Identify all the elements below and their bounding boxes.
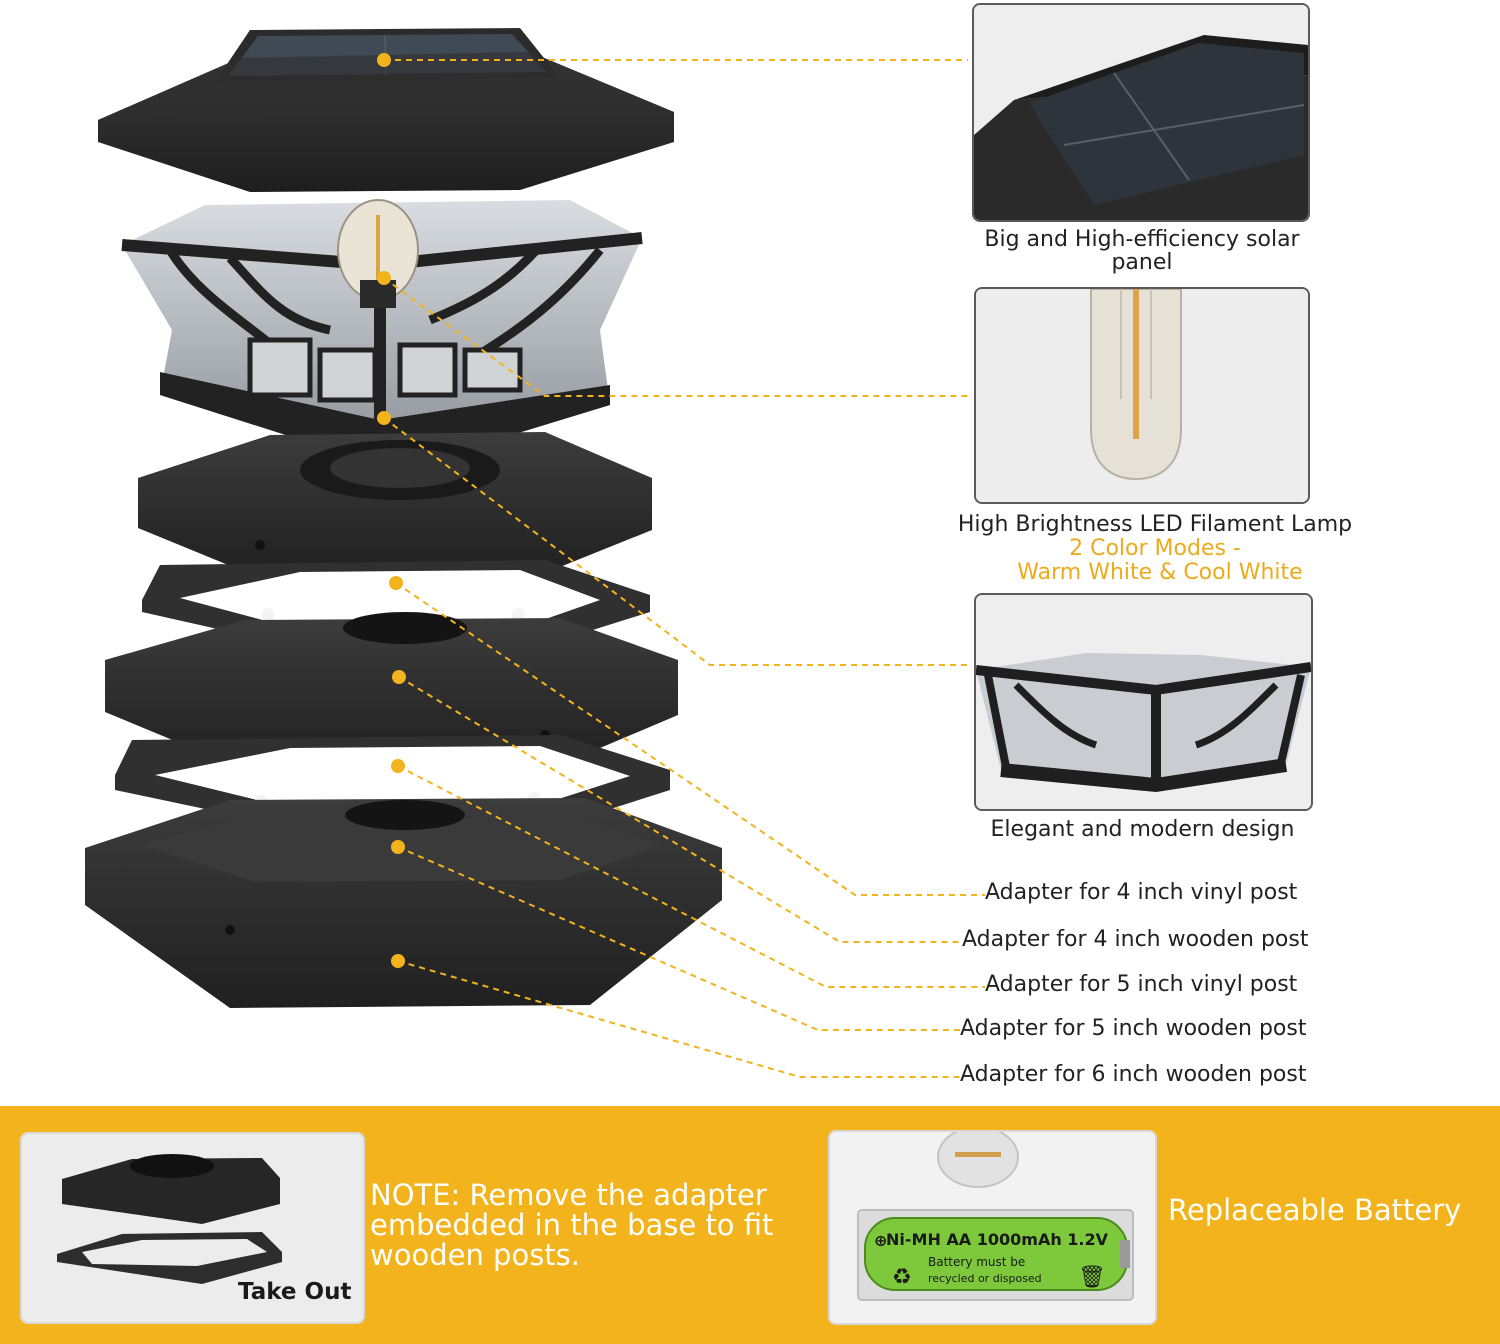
adapter-label-5in-wooden: Adapter for 5 inch wooden post — [960, 1016, 1307, 1041]
solar-panel-closeup — [972, 3, 1310, 222]
mounting-plate — [138, 432, 652, 578]
lantern-body — [121, 199, 643, 465]
adapter-label-5in-vinyl: Adapter for 5 inch vinyl post — [985, 972, 1298, 997]
design-caption: Elegant and modern design — [990, 817, 1295, 842]
adapter-label-4in-vinyl: Adapter for 4 inch vinyl post — [985, 880, 1298, 905]
battery-compartment-icon: Ni-MH AA 1000mAh 1.2V Battery must be re… — [830, 1132, 1155, 1323]
battery-text-recycled: recycled or disposed — [928, 1272, 1042, 1285]
battery-text-must: Battery must be — [928, 1255, 1025, 1269]
lamp-caption-modes-2: Warm White & Cool White — [1017, 560, 1303, 585]
filament-bulb-icon — [976, 289, 1308, 502]
filament-lamp-closeup — [974, 287, 1310, 504]
lamp-caption-title: High Brightness LED Filament Lamp — [957, 512, 1353, 537]
take-out-label: Take Out — [238, 1279, 352, 1305]
lamp-caption-modes-1: 2 Color Modes - — [1069, 536, 1241, 561]
adapter-label-6in-wooden: Adapter for 6 inch wooden post — [960, 1062, 1307, 1087]
battery-photo: Ni-MH AA 1000mAh 1.2V Battery must be re… — [828, 1130, 1157, 1325]
take-out-photo: Take Out — [20, 1132, 365, 1324]
adapter-plate-4in-wooden — [105, 612, 678, 768]
leader-dots — [377, 53, 406, 968]
note-text: NOTE: Remove the adapter embedded in the… — [370, 1178, 774, 1272]
base-plate-6in-wooden — [85, 798, 722, 1008]
bin-icon: 🗑 — [1078, 1265, 1106, 1290]
exploded-lamp-illustration — [85, 28, 985, 1078]
replaceable-battery-label: Replaceable Battery — [1168, 1193, 1462, 1227]
plus-symbol: ⊕ — [874, 1231, 887, 1250]
solar-cap — [98, 28, 674, 192]
battery-text-spec: Ni-MH AA 1000mAh 1.2V — [886, 1230, 1109, 1249]
leader-lines — [383, 59, 985, 1078]
take-out-adapter-icon — [57, 1154, 282, 1284]
adapter-label-4in-wooden: Adapter for 4 inch wooden post — [962, 927, 1309, 952]
solar-panel-caption: Big and High-efficiency solar panel — [984, 227, 1300, 275]
lantern-design-closeup — [974, 593, 1313, 811]
solar-panel-icon — [974, 5, 1308, 220]
recycle-icon: ♻ — [892, 1265, 912, 1290]
lantern-icon — [976, 595, 1311, 809]
